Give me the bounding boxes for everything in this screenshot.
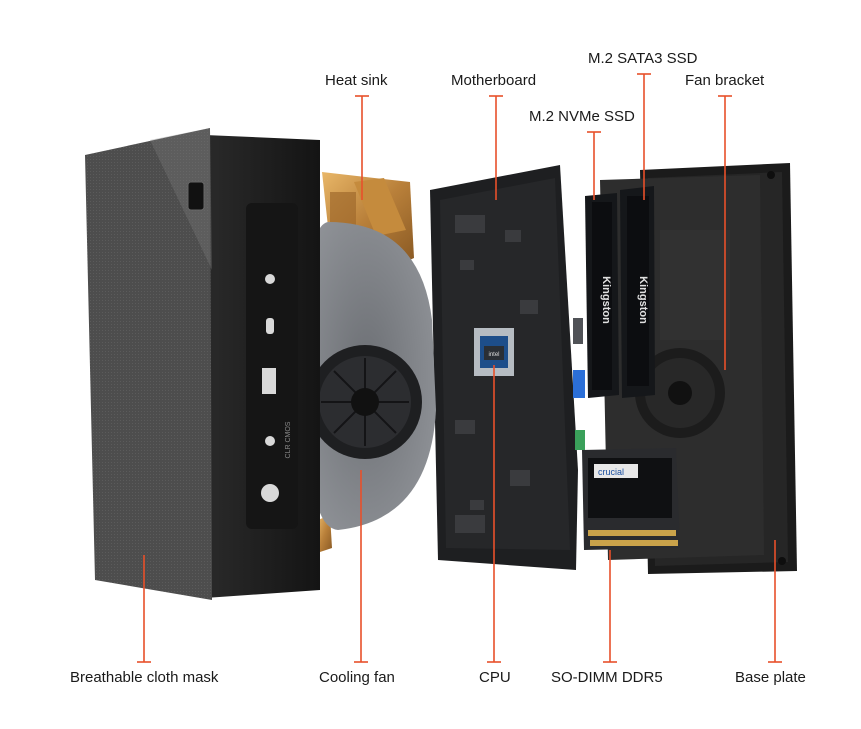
ram-brand-text: crucial <box>598 467 624 477</box>
label-breathable-cloth-mask: Breathable cloth mask <box>70 669 219 686</box>
usb-a-port-icon <box>262 368 276 394</box>
m2-sata3-ssd: Kingston <box>620 186 655 398</box>
so-dimm-ddr5: crucial <box>582 448 680 550</box>
label-base-plate: Base plate <box>735 669 806 686</box>
io-ports <box>261 274 279 502</box>
cooling-fan <box>308 222 436 530</box>
reset-hole-icon <box>265 436 275 446</box>
motherboard: intel <box>430 165 585 570</box>
dc-jack-icon <box>261 484 279 502</box>
label-m2-nvme-ssd: M.2 NVMe SSD <box>529 108 635 125</box>
label-cooling-fan: Cooling fan <box>319 669 395 686</box>
label-cpu: CPU <box>479 669 511 686</box>
clr-cmos-text: CLR CMOS <box>285 421 292 458</box>
ssd-brand-text-nvme: Kingston <box>600 276 612 324</box>
label-motherboard: Motherboard <box>451 72 537 89</box>
leader-lines <box>137 73 782 663</box>
label-heat-sink: Heat sink <box>325 72 388 89</box>
cpu-mark-text: intel <box>488 352 499 358</box>
bracket-fan <box>635 348 725 438</box>
label-fan-bracket: Fan bracket <box>685 72 765 89</box>
label-so-dimm-ddr5: SO-DIMM DDR5 <box>551 669 663 686</box>
audio-jack-icon <box>265 274 275 284</box>
breathable-cloth-mask-panel <box>85 128 212 600</box>
ssd-brand-text-sata: Kingston <box>637 276 649 324</box>
label-m2-sata3-ssd: M.2 SATA3 SSD <box>588 50 698 67</box>
power-button-icon <box>187 181 205 211</box>
case-chassis: CLR CMOS <box>85 128 320 600</box>
usb-c-port-icon <box>266 318 274 334</box>
m2-nvme-ssd: Kingston <box>585 193 619 398</box>
io-panel <box>246 203 298 529</box>
